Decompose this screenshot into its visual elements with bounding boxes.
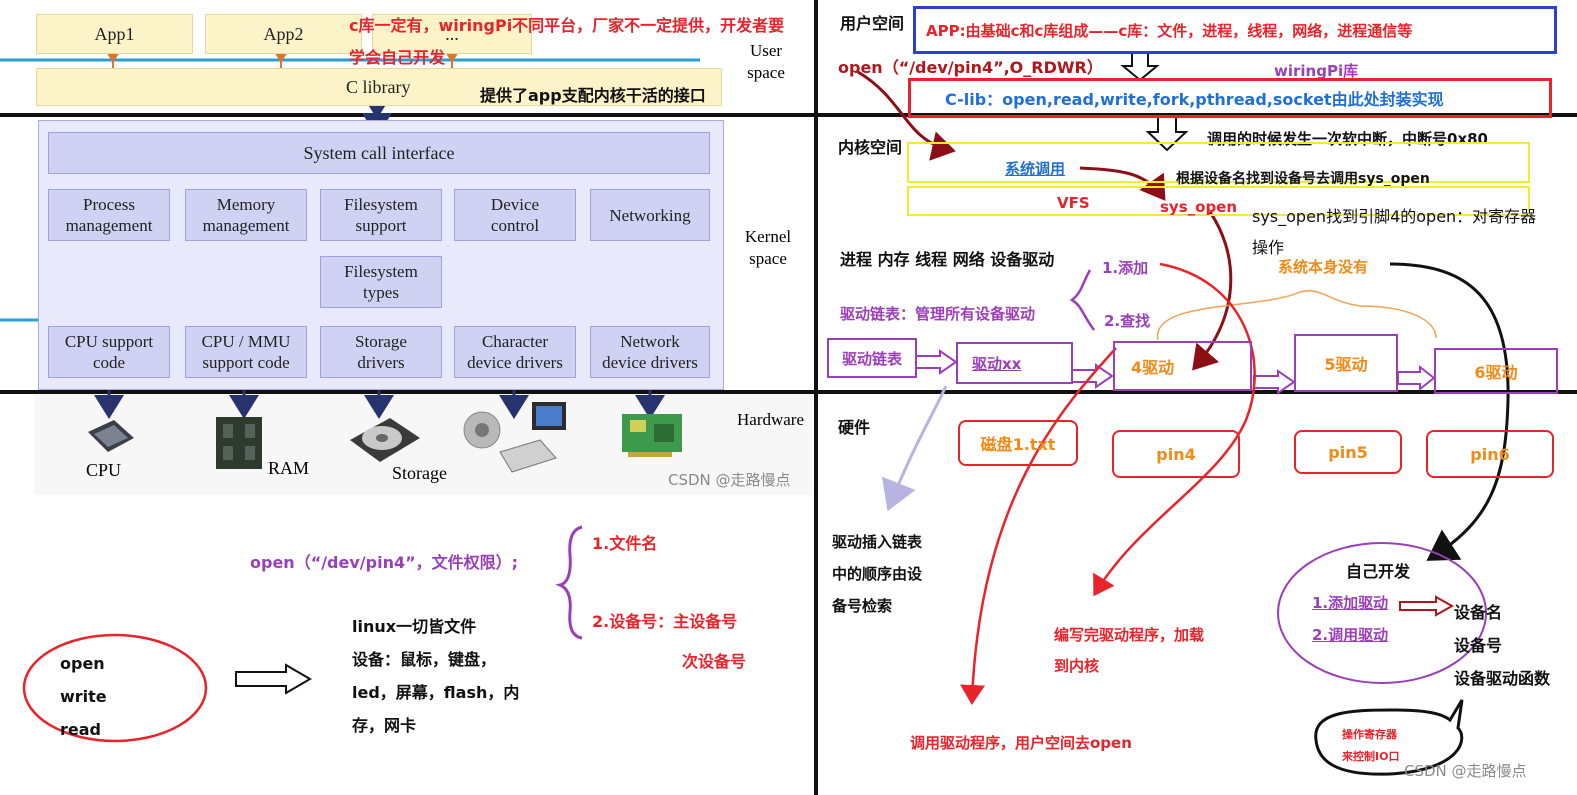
arg-minor-device: 次设备号	[682, 652, 747, 671]
syscall-row: 系统调用	[907, 142, 1530, 183]
hardware-panel	[34, 392, 812, 495]
ram-icon	[216, 417, 262, 469]
find-device-note: 根据设备名找到设备号去调用sys_open	[1176, 171, 1430, 187]
kernel-space-label: Kernel space	[744, 227, 792, 268]
hw-pin5-box: pin5	[1294, 430, 1402, 474]
sys-open-note-1: sys_open找到引脚4的open：对寄存器	[1252, 207, 1537, 226]
syscall-label: 系统调用	[1005, 160, 1066, 178]
right-user-space-label: 用户空间	[840, 14, 905, 33]
sys-open-label: sys_open	[1160, 198, 1238, 216]
driver-list-note: 驱动链表：管理所有设备驱动	[840, 305, 1036, 323]
ops-list: open write read	[60, 647, 107, 746]
vfs-row	[907, 186, 1530, 216]
watermark-left: CSDN @走路慢点	[668, 471, 791, 489]
right-kernel-space-label: 内核空间	[838, 138, 903, 157]
write-driver-note: 编写完驱动程序，加载 到内核	[1054, 626, 1205, 675]
right-open-call: open（“/dev/pin4”,O_RDWR）	[838, 58, 1103, 77]
app1-box: App1	[36, 14, 193, 54]
chain-driver-4-box: 4驱动	[1113, 341, 1252, 391]
insert-order-note: 驱动插入链表 中的顺序由设 备号检索	[832, 533, 923, 615]
hollow-arrow	[235, 663, 312, 695]
ram-label: RAM	[268, 458, 310, 478]
chain-head-box: 驱动链表	[827, 338, 917, 378]
self-dev-ellipse	[1277, 542, 1487, 684]
app1-label: App1	[94, 23, 135, 44]
self-dev-call-driver: 2.调用驱动	[1312, 626, 1389, 644]
app3-box: ...	[372, 14, 532, 54]
note-clib-line1: c库一定有，wiringPi不同平台，厂家不一定提供，开发者要	[349, 16, 785, 35]
sys-open-note-2: 操作	[1252, 238, 1285, 257]
speech-bubble	[1314, 699, 1464, 776]
call-driver-note: 调用驱动程序，用户空间去open	[910, 734, 1132, 752]
open-call-text: open（“/dev/pin4”，文件权限）;	[250, 553, 519, 572]
c-library-label: C library	[346, 76, 411, 97]
cpu-icon	[88, 420, 134, 452]
arg-major-device: 2.设备号：主设备号	[592, 612, 738, 631]
self-dev-add-driver: 1.添加驱动	[1312, 594, 1389, 612]
ops-ellipse	[22, 633, 208, 743]
user-space-label: User space	[747, 41, 785, 82]
hw-pin4-box: pin4	[1112, 430, 1240, 478]
app2-label: App2	[263, 23, 304, 44]
subsystems-label: 进程 内存 线程 网络 设备驱动	[840, 250, 1055, 269]
app-composition-box: APP:由基础c和c库组成——c库：文件，进程，线程，网络，进程通信等	[913, 6, 1557, 54]
system-none-label: 系统本身没有	[1278, 258, 1369, 276]
op-write: write	[60, 687, 107, 706]
app2-box: App2	[205, 14, 362, 54]
chain-driver-5-box: 5驱动	[1294, 334, 1398, 392]
right-hardware-label: 硬件	[838, 418, 871, 437]
chain-driver-xx-box: 驱动xx	[956, 342, 1073, 384]
add-label: 1.添加	[1102, 259, 1149, 277]
linux-file-note: linux一切皆文件 设备：鼠标，键盘， led，屏幕，flash，内 存，网卡	[352, 617, 520, 735]
arg-filename: 1.文件名	[592, 534, 658, 553]
note-clib-line2: 学会自己开发	[349, 48, 446, 67]
peripherals-icon	[463, 402, 566, 473]
hardware-label: Hardware	[737, 410, 805, 429]
storage-icon	[350, 418, 420, 462]
vfs-label: VFS	[1057, 194, 1090, 212]
hw-disk-box: 磁盘1.txt	[958, 420, 1078, 466]
op-read: read	[60, 720, 101, 739]
op-open: open	[60, 654, 105, 673]
app3-label: ...	[445, 23, 459, 44]
self-dev-title: 自己开发	[1346, 562, 1411, 581]
device-attributes: 设备名 设备号 设备驱动函数	[1454, 603, 1551, 688]
storage-label: Storage	[392, 463, 447, 483]
find-label: 2.查找	[1104, 312, 1151, 330]
networking-box: Networking	[590, 189, 710, 241]
hw-pin6-box: pin6	[1426, 430, 1554, 478]
note-interface: 提供了app支配内核干活的接口	[480, 86, 706, 105]
cpu-label: CPU	[86, 460, 122, 480]
watermark-right: CSDN @走路慢点	[1404, 762, 1527, 780]
c-lib-box: C-lib：open,read,write,fork,pthread,socke…	[908, 78, 1552, 118]
network-card-icon	[622, 414, 682, 457]
bubble-text: 操作寄存器 来控制IO口	[1342, 728, 1400, 763]
chain-driver-6-box: 6驱动	[1434, 348, 1558, 394]
c-library-box: C library	[36, 68, 722, 106]
syscall-interface-box: System call interface	[48, 132, 710, 174]
wiringpi-label: wiringPi库	[1274, 62, 1359, 80]
